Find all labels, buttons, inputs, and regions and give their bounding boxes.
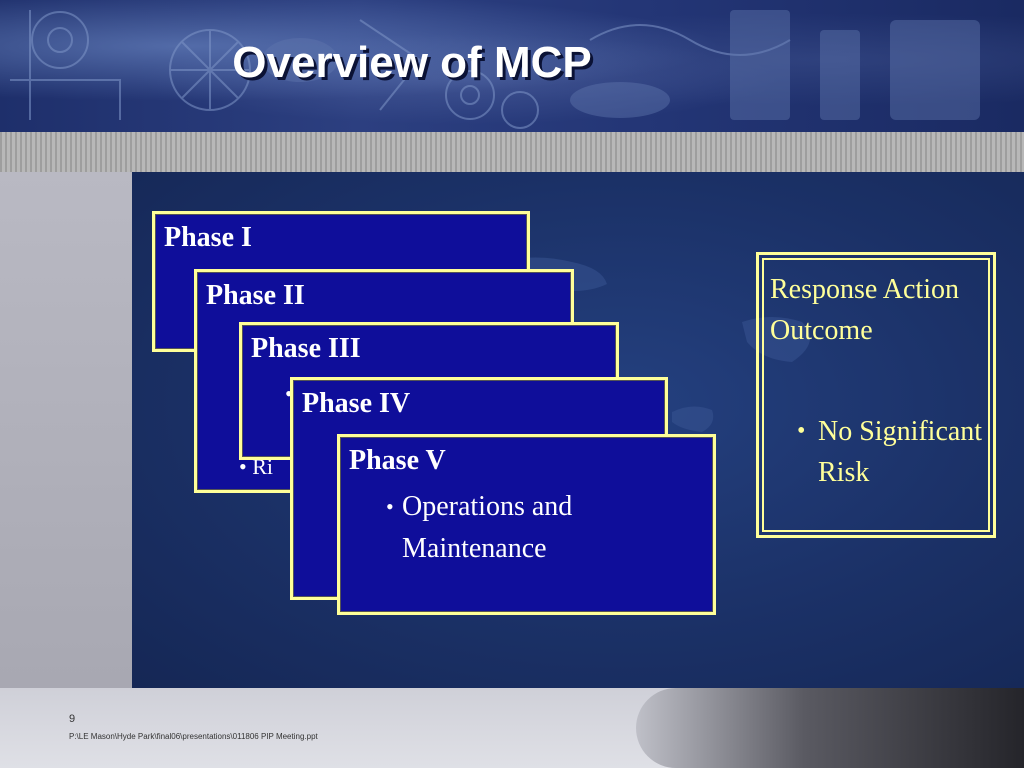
outcome-inner-border xyxy=(762,258,990,532)
left-margin-strip xyxy=(0,172,132,688)
phase-3-title: Phase III xyxy=(251,333,361,364)
slide-title: Overview of MCP xyxy=(232,38,592,87)
phase-5-title: Phase V xyxy=(349,445,446,476)
outcome-bullet: No Significant Risk xyxy=(818,416,983,488)
phase-2-title: Phase II xyxy=(206,280,305,311)
phase-3-partial-bullet: • xyxy=(285,381,293,406)
phase-1-title: Phase I xyxy=(164,222,252,253)
phase-5-bullet: • Operations and Maintenance xyxy=(386,486,662,570)
page-number: 9 xyxy=(69,713,76,725)
file-path: P:\LE Mason\Hyde Park\final06\presentati… xyxy=(69,732,318,741)
bullet-dot-icon: • xyxy=(386,494,394,519)
banner-collage-image xyxy=(10,10,980,129)
response-action-outcome-box: Response Action Outcome • No Significant… xyxy=(756,252,996,538)
header-banner: Overview of MCP xyxy=(0,0,1024,132)
phase-4-title: Phase IV xyxy=(302,388,411,419)
stripe-band xyxy=(0,132,1024,172)
phase-5-bullet-text: Operations and Maintenance xyxy=(402,491,573,564)
outcome-heading: Response Action Outcome xyxy=(770,274,959,346)
bullet-dot-icon: • xyxy=(797,418,806,444)
phase-5-card: Phase V • Operations and Maintenance xyxy=(337,434,716,615)
footer-swoosh-decoration xyxy=(636,688,1024,768)
